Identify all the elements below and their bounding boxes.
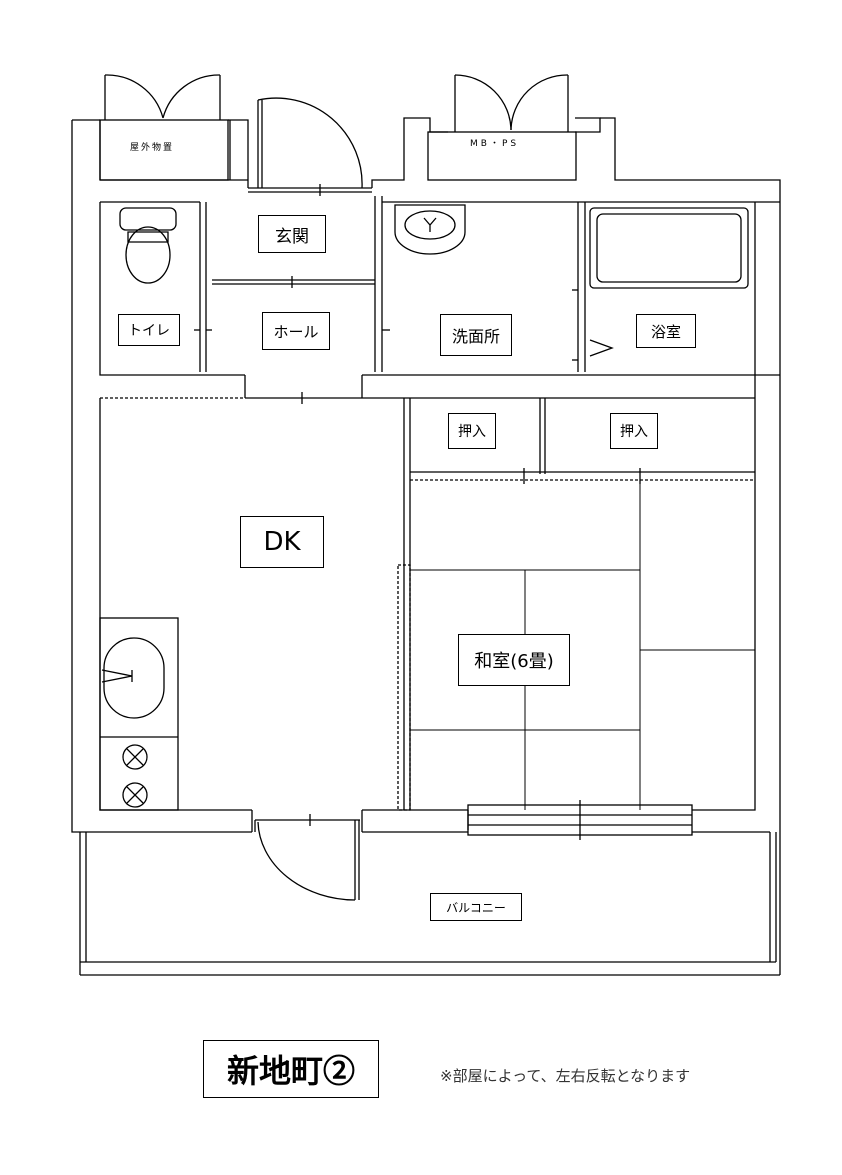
- japanese-room-walls: [397, 398, 755, 811]
- entrance-door: [248, 97, 372, 196]
- balcony-label: バルコニー: [430, 893, 522, 921]
- dk-label: DK: [240, 516, 324, 568]
- bath-label: 浴室: [636, 314, 696, 348]
- bathtub-fixture: [589, 207, 749, 357]
- property-title: 新地町②: [203, 1040, 379, 1098]
- closet-label-1: 押入: [448, 413, 496, 449]
- tatami-mats: [410, 480, 755, 810]
- entrance-label: 玄関: [258, 215, 326, 253]
- closet-label-2: 押入: [610, 413, 658, 449]
- hall-label: ホール: [262, 312, 330, 350]
- outdoor-storage-unit: [99, 74, 229, 181]
- interior-walls: [100, 196, 780, 404]
- toilet-fixture: [119, 207, 177, 284]
- exterior-walls: [71, 117, 781, 975]
- mbps-unit: [427, 74, 577, 181]
- toilet-label: トイレ: [118, 314, 180, 346]
- balcony-outline: [79, 832, 780, 976]
- layout-note: ※部屋によって、左右反転となります: [440, 1067, 691, 1085]
- kitchen-counter: [99, 617, 179, 811]
- japanese-room-label: 和室(6畳): [458, 634, 570, 686]
- mbps-label: MB・PS: [470, 139, 520, 149]
- washbasin-fixture: [394, 204, 466, 255]
- washroom-label: 洗面所: [440, 314, 512, 356]
- sliding-window: [467, 800, 693, 840]
- balcony-door: [254, 814, 360, 901]
- outdoor-storage-label: 屋外物置: [130, 143, 175, 153]
